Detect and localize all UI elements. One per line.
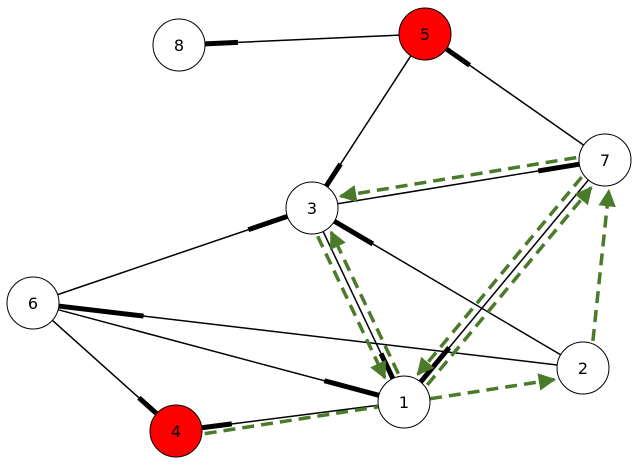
node-circle [398, 7, 452, 61]
node-8: 8 [152, 18, 206, 72]
edge-5-7 [444, 46, 585, 146]
edge-4-1 [201, 404, 379, 431]
arrow-7-to-1 [416, 175, 584, 376]
edge-3-1 [322, 231, 396, 380]
node-circle [6, 276, 60, 330]
node-label: 1 [399, 393, 409, 412]
edge-3-2 [333, 219, 561, 356]
edge-3-6 [57, 214, 289, 296]
edge-7-3 [337, 161, 580, 205]
node-2: 2 [556, 341, 610, 395]
node-label: 8 [174, 36, 184, 55]
edge-8-5 [204, 34, 400, 47]
node-label: 3 [307, 199, 317, 218]
nodes: 1 2 3 4 5 6 7 8 [6, 7, 632, 458]
edge-6-1 [57, 308, 380, 398]
node-circle [152, 18, 206, 72]
edge-6-4 [51, 319, 159, 416]
node-circle [556, 341, 610, 395]
node-label: 4 [171, 422, 181, 441]
arrow-1-to-7 [425, 186, 593, 387]
node-4: 4 [149, 404, 203, 458]
node-3: 3 [285, 181, 339, 235]
edge-6-2 [58, 303, 558, 366]
edges [51, 34, 589, 431]
node-label: 6 [28, 294, 38, 313]
arrow-3-to-1 [316, 235, 387, 380]
node-circle [149, 404, 203, 458]
arrow-1-to-3 [329, 230, 400, 375]
node-label: 5 [420, 25, 430, 44]
node-1: 1 [377, 375, 431, 429]
node-circle [377, 375, 431, 429]
node-7: 7 [578, 133, 632, 187]
node-circle [578, 133, 632, 187]
arrow-2-to-7 [591, 188, 616, 342]
edge-7-1 [418, 179, 589, 384]
node-6: 6 [6, 276, 60, 330]
edge-5-3 [324, 55, 412, 188]
node-label: 2 [578, 359, 588, 378]
node-5: 5 [398, 7, 452, 61]
node-label: 7 [600, 151, 610, 170]
arrow-7-to-3 [338, 155, 577, 203]
node-circle [285, 181, 339, 235]
